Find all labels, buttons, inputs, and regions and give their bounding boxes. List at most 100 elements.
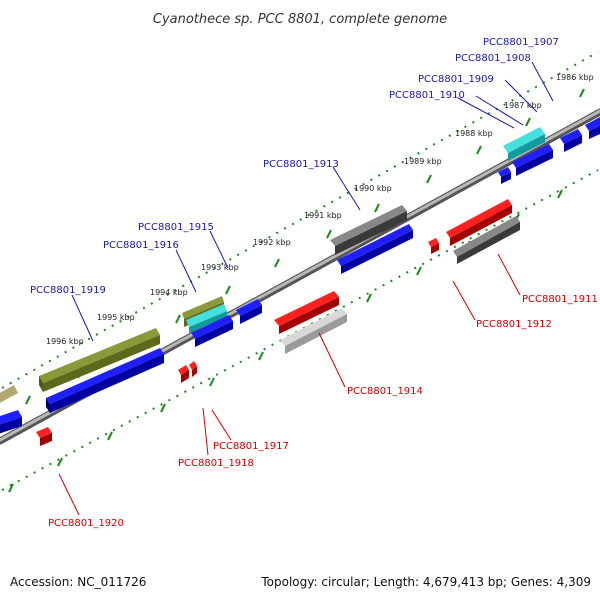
gene-feature[interactable]: [285, 314, 347, 354]
gene-feature[interactable]: [39, 376, 43, 392]
leader-line: [202, 407, 209, 456]
gene-feature[interactable]: [46, 398, 50, 413]
tick-mark: [326, 229, 332, 239]
gene-feature[interactable]: [508, 134, 545, 161]
gene-feature[interactable]: [341, 230, 413, 274]
gene-feature[interactable]: [0, 385, 18, 404]
gene-feature[interactable]: [428, 238, 439, 247]
tick-mark: [160, 403, 166, 413]
leader-line: [58, 473, 80, 516]
gene-feature[interactable]: [279, 297, 339, 334]
leader-line: [531, 61, 554, 102]
gene-label[interactable]: PCC8801_1912: [476, 319, 552, 330]
gene-label[interactable]: PCC8801_1919: [30, 285, 106, 296]
tick-label: 1992 kbp: [253, 238, 291, 247]
tick-mark: [209, 377, 215, 387]
gene-label[interactable]: PCC8801_1917: [213, 441, 289, 452]
gene-feature[interactable]: [335, 211, 407, 255]
tick-mark: [8, 483, 14, 493]
gene-feature[interactable]: [585, 117, 600, 131]
leader-line: [457, 97, 515, 129]
gene-feature[interactable]: [40, 433, 52, 446]
forward-guide-line: [1, 51, 599, 389]
gene-feature[interactable]: [0, 417, 22, 434]
gene-feature[interactable]: [186, 304, 227, 327]
tick-mark: [175, 314, 181, 324]
gene-feature[interactable]: [0, 410, 22, 425]
gene-feature[interactable]: [453, 216, 520, 257]
gene-feature[interactable]: [181, 370, 189, 383]
leader-line: [175, 249, 197, 293]
label-leaders: [58, 61, 554, 516]
gene-label[interactable]: PCC8801_1915: [138, 222, 214, 233]
gene-label[interactable]: PCC8801_1916: [103, 240, 179, 251]
gene-feature[interactable]: [589, 126, 600, 139]
gene-feature[interactable]: [560, 129, 582, 144]
gene-feature[interactable]: [192, 366, 197, 377]
gene-feature[interactable]: [330, 205, 407, 246]
tick-mark: [416, 266, 422, 276]
tick-mark: [225, 285, 231, 295]
tick-label: 1988 kbp: [455, 129, 493, 138]
gene-feature[interactable]: [191, 315, 233, 339]
gene-label[interactable]: PCC8801_1910: [389, 90, 465, 101]
gene-feature[interactable]: [446, 199, 512, 238]
tick-label: 1989 kbp: [404, 157, 442, 166]
tick-label: 1994 kbp: [150, 288, 188, 297]
gene-label[interactable]: PCC8801_1920: [48, 518, 124, 529]
gene-feature[interactable]: [43, 335, 160, 392]
leader-line: [211, 409, 232, 441]
map-title: Cyanothece sp. PCC 8801, complete genome: [153, 12, 447, 27]
gene-feature[interactable]: [274, 291, 339, 326]
gene-features: [0, 117, 600, 446]
gene-feature[interactable]: [240, 305, 262, 324]
gene-feature[interactable]: [236, 299, 262, 316]
gene-feature[interactable]: [189, 361, 197, 370]
gene-feature[interactable]: [195, 321, 233, 347]
gene-feature[interactable]: [512, 144, 553, 168]
tick-mark: [476, 145, 482, 155]
gene-feature[interactable]: [178, 365, 189, 375]
gene-feature[interactable]: [431, 243, 439, 254]
gene-feature[interactable]: [46, 348, 164, 404]
gene-label[interactable]: PCC8801_1918: [178, 458, 254, 469]
gene-feature[interactable]: [280, 308, 347, 346]
tick-mark: [374, 203, 380, 213]
tick-mark: [557, 189, 563, 199]
leader-line: [71, 294, 94, 342]
tick-mark: [107, 431, 113, 441]
gene-feature[interactable]: [498, 167, 511, 177]
gene-feature[interactable]: [503, 127, 545, 153]
tick-label: 1991 kbp: [304, 211, 342, 220]
tick-label: 1987 kbp: [504, 101, 542, 110]
gene-feature[interactable]: [564, 135, 582, 152]
tick-label: 1995 kbp: [97, 313, 135, 322]
gene-feature[interactable]: [516, 150, 553, 176]
gene-label[interactable]: PCC8801_1908: [455, 53, 531, 64]
gene-label[interactable]: PCC8801_1913: [263, 159, 339, 170]
leader-line: [209, 230, 229, 269]
leader-line: [318, 332, 346, 388]
gene-label[interactable]: PCC8801_1907: [483, 37, 559, 48]
gene-labels: PCC8801_1907 PCC8801_1908 PCC8801_1909 P…: [30, 37, 598, 529]
tick-label: 1986 kbp: [556, 73, 594, 82]
gene-label[interactable]: PCC8801_1909: [418, 74, 494, 85]
topology-text: Topology: circular; Length: 4,679,413 bp…: [260, 575, 591, 589]
tick-mark: [258, 351, 264, 361]
tick-label: 1993 kbp: [201, 263, 239, 272]
gene-label[interactable]: PCC8801_1911: [522, 294, 598, 305]
gene-feature[interactable]: [337, 224, 413, 266]
gene-feature[interactable]: [39, 328, 160, 383]
gene-feature[interactable]: [182, 296, 224, 319]
tick-label: 1996 kbp: [46, 337, 84, 346]
gene-feature[interactable]: [457, 222, 520, 264]
gene-feature[interactable]: [36, 427, 52, 438]
gene-feature[interactable]: [50, 354, 164, 413]
gene-feature[interactable]: [501, 172, 511, 184]
leader-line: [475, 95, 524, 126]
leader-line: [504, 79, 538, 113]
gene-label[interactable]: PCC8801_1914: [347, 386, 423, 397]
gene-feature[interactable]: [189, 311, 227, 333]
gene-feature[interactable]: [450, 205, 512, 246]
